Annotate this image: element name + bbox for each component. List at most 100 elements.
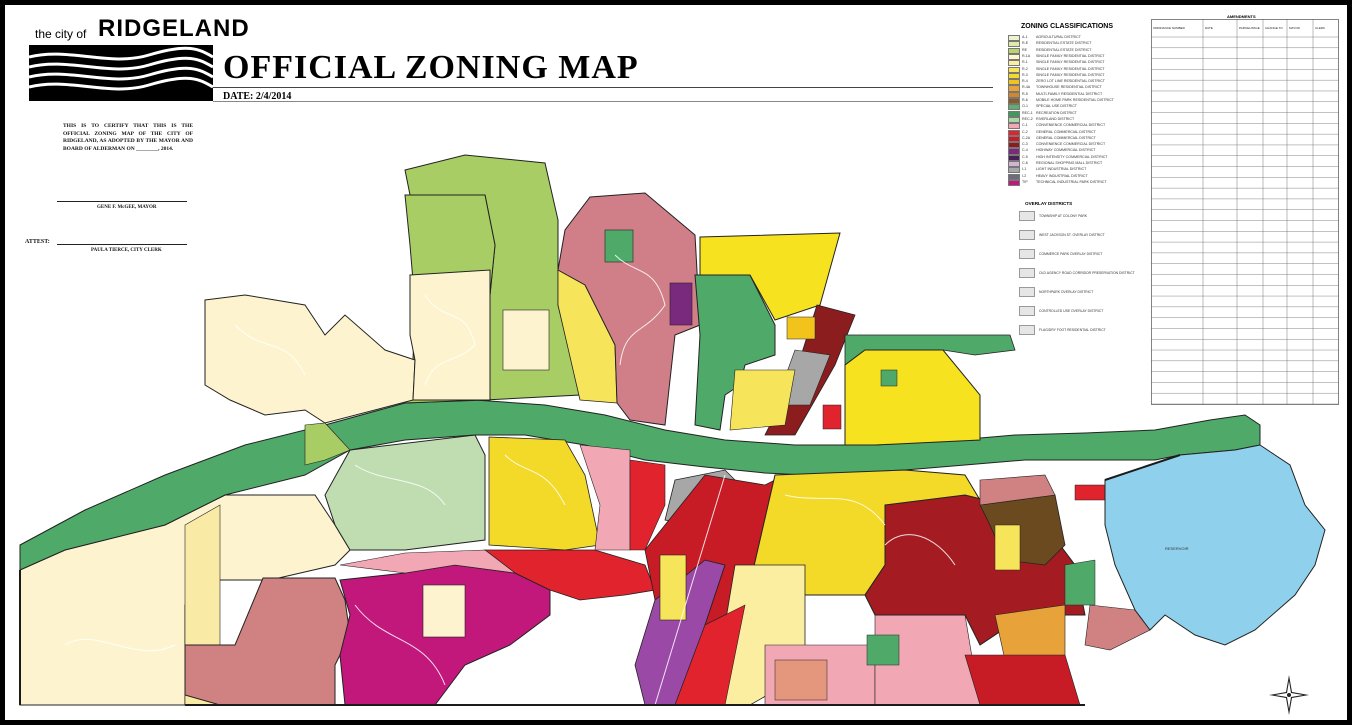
legend-swatch (1008, 148, 1020, 155)
legend-swatch (1008, 116, 1020, 124)
zone-r1-east-pocket (994, 524, 1021, 571)
overlay-item: NORTHPARK OVERLAY DISTRICT (1019, 287, 1093, 297)
overlay-swatch (1019, 230, 1035, 240)
legend-item: O-1 SPECIAL USE DISTRICT (1008, 104, 1078, 111)
overlay-label: OLD AGENCY ROAD CORRIDOR PRESERVATION DI… (1039, 270, 1135, 275)
overlay-item: FLAG/DRY FOOT RESIDENTIAL DISTRICT (1019, 325, 1106, 335)
overlay-label: COMMERCE PARK OVERLAY DISTRICT (1039, 251, 1103, 256)
legend-code: R-E (1022, 41, 1029, 46)
legend-code: R-4 (1022, 79, 1028, 84)
zone-r3-east (844, 349, 981, 446)
amendments-border (1151, 19, 1339, 405)
zone-rec1-east-b (1064, 559, 1096, 606)
legend-code: REC-1 (1022, 110, 1033, 115)
legend-label: RECREATION DISTRICT (1036, 110, 1077, 115)
legend-swatch (1008, 85, 1020, 92)
amendments-header: MAYOR (1289, 26, 1301, 30)
city-name: RIDGELAND (98, 15, 250, 42)
certification-text: THIS IS TO CERTIFY THAT THIS IS THE OFFI… (63, 123, 193, 152)
legend-swatch (1008, 129, 1020, 136)
legend-code: R-6 (1022, 98, 1028, 102)
zone-r3-north (699, 232, 841, 321)
legend-item: R-4 ZERO LOT LINE RESIDENTIAL DISTRICT (1008, 79, 1105, 86)
legend-label: SINGLE FAMILY RESIDENTIAL DISTRICT (1036, 66, 1105, 71)
legend-code: C-4 (1022, 148, 1028, 153)
legend-code: TIP (1022, 179, 1028, 184)
reservoir-label: RESERVOIR (1165, 546, 1189, 551)
legend-swatch (1008, 53, 1020, 61)
zoning-map: RESERVOIR (19, 154, 1326, 706)
mayor-signature: GENE F. McGEE, MAYOR (97, 205, 157, 210)
legend-swatch (1008, 41, 1020, 48)
zone-r5-east-b (994, 604, 1066, 661)
legend-label: CONVENIENCE COMMERCIAL DISTRICT (1036, 142, 1106, 147)
zone-c1-pink-mid (579, 444, 631, 551)
zone-tip-inner (422, 584, 466, 638)
overlay-swatch (1019, 325, 1035, 335)
legend-label: CONVENIENCE COMMERCIAL DISTRICT (1036, 123, 1106, 128)
legend-swatch (1008, 35, 1020, 42)
date-rule (213, 101, 993, 102)
overlay-label: CONTROLLED USE OVERLAY DISTRICT (1039, 308, 1104, 313)
legend-swatch (1008, 135, 1020, 142)
legend-label: ZERO LOT LINE RESIDENTIAL DISTRICT (1036, 79, 1105, 84)
zone-c4 (669, 282, 693, 326)
legend-swatch (1008, 104, 1020, 111)
zone-rec1-pocket (880, 369, 898, 387)
zone-c1-east-lake (1084, 604, 1151, 651)
legend-code: O-1 (1022, 104, 1028, 109)
legend-code: I-1 (1022, 167, 1027, 172)
legend-label: SINGLE FAMILY RESIDENTIAL DISTRICT (1036, 60, 1105, 65)
legend-label: REGIONAL SHOPPING MALL DISTRICT (1036, 161, 1103, 165)
map-date: DATE: 2/4/2014 (223, 91, 292, 102)
overlay-label: NORTHPARK OVERLAY DISTRICT (1039, 289, 1094, 294)
amendments-title: AMENDMENTS (1227, 14, 1256, 19)
legend-swatch (1008, 123, 1020, 130)
zone-r2-cells (729, 369, 796, 431)
amendments-header: CLERK (1315, 26, 1325, 30)
legend-swatch (1008, 91, 1020, 98)
zone-c2-band (483, 549, 656, 601)
legend-label: MULTI-FAMILY RESIDENTIAL DISTRICT (1036, 91, 1103, 96)
overlay-swatch (1019, 287, 1035, 297)
legend-swatch (1008, 66, 1020, 73)
zone-rec2 (324, 434, 486, 551)
amendments-header: ORDINANCE NUMBER (1153, 26, 1186, 30)
legend-swatch (1008, 167, 1020, 174)
zone-r1a-cut (502, 309, 550, 371)
legend-title: ZONING CLASSIFICATIONS (1021, 23, 1114, 30)
legend-label: RIVERLAND DISTRICT (1036, 116, 1075, 121)
zone-c1-east (979, 474, 1056, 506)
overlay-label: WEST JACKSON ST. OVERLAY DISTRICT (1039, 232, 1105, 237)
legend-label: SINGLE FAMILY RESIDENTIAL DISTRICT (1036, 53, 1105, 58)
city-logo (29, 45, 213, 101)
legend-code: C-3 (1022, 142, 1028, 147)
overlay-item: COMMERCE PARK OVERLAY DISTRICT (1019, 249, 1102, 259)
legend-code: R-1 (1022, 60, 1028, 65)
legend-swatch (1008, 173, 1020, 180)
legend-label: MOBILE HOME PARK RESIDENTIAL DISTRICT (1036, 98, 1114, 102)
overlay-label: FLAG/DRY FOOT RESIDENTIAL DISTRICT (1039, 327, 1106, 332)
zone-r5-block (774, 659, 828, 701)
legend-item: R-1 SINGLE FAMILY RESIDENTIAL DISTRICT (1008, 60, 1105, 67)
overlay-swatch (1019, 211, 1035, 221)
legend-swatch (1008, 179, 1020, 187)
legend-swatch (1008, 161, 1020, 168)
zone-rec1-north (604, 229, 634, 263)
legend-label: SPECIAL USE DISTRICT (1036, 104, 1078, 109)
